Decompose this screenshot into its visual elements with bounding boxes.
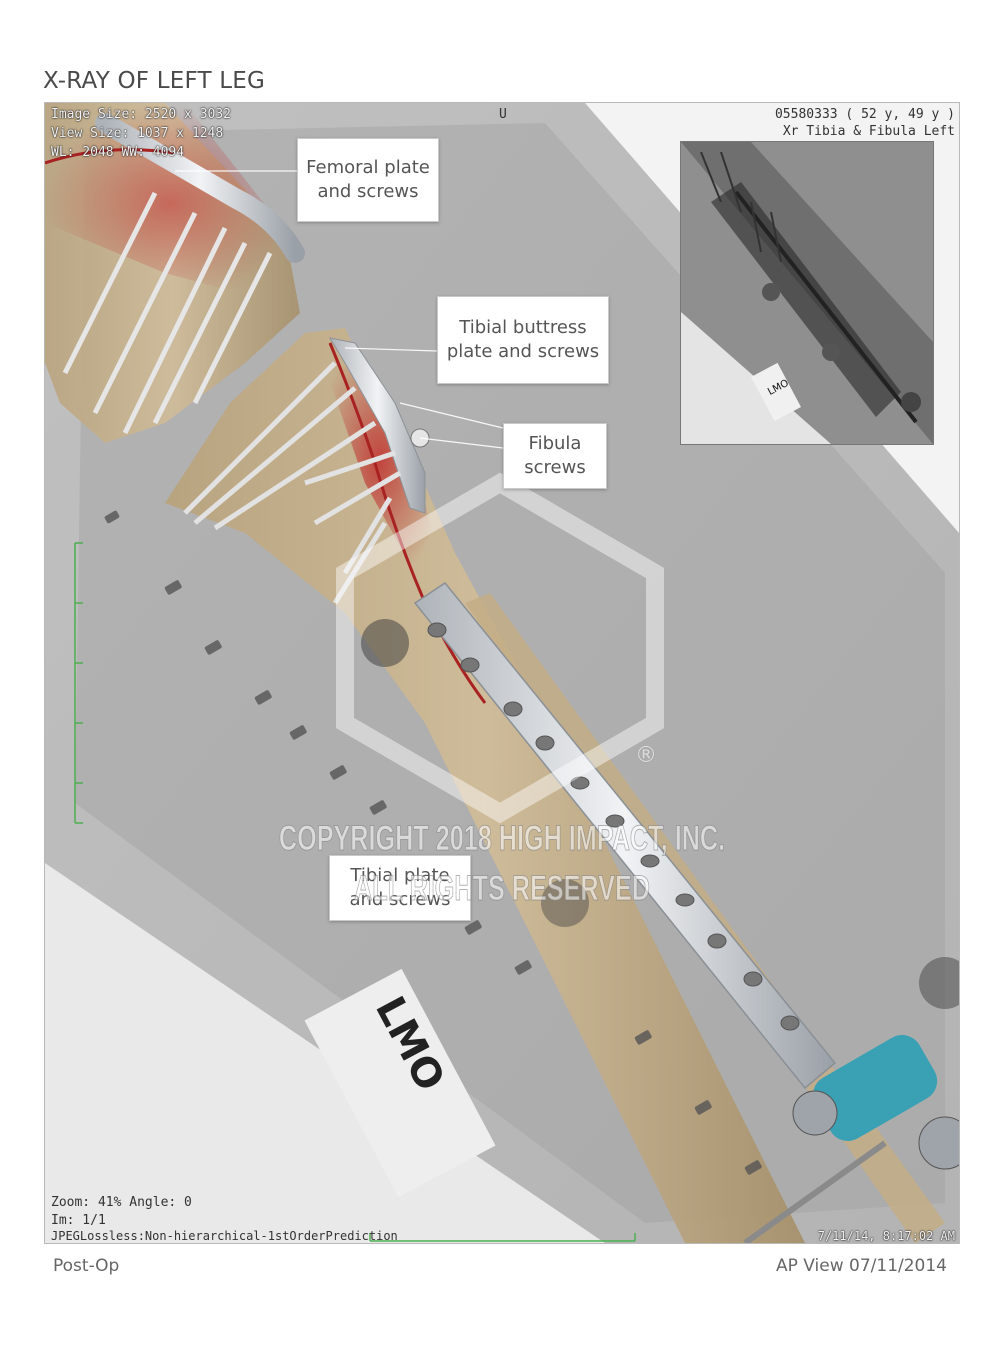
zoom-label: Zoom: 41% Angle: 0 (51, 1195, 192, 1210)
xray-viewport[interactable]: Image Size: 2520 x 3032 View Size: 1037 … (44, 102, 960, 1244)
callout-tibial-buttress-plate: Tibial buttress plate and screws (437, 296, 609, 384)
callout-fibula-screws: Fibula screws (503, 423, 607, 489)
study-label: Xr Tibia & Fibula Left (782, 124, 955, 139)
footer-post-op: Post-Op (53, 1256, 120, 1276)
copyright-watermark-line2: ALL RIGHTS RESERVED (354, 869, 651, 909)
image-index-label: Im: 1/1 (51, 1213, 106, 1228)
footer-view-date: AP View 07/11/2014 (775, 1256, 947, 1276)
image-size-label: Image Size: 2520 x 3032 (51, 107, 232, 122)
window-level-label: WL: 2048 WW: 4094 (51, 145, 185, 160)
orientation-marker: U (499, 107, 507, 122)
inset-xray-thumbnail[interactable]: LMO (680, 141, 934, 445)
callout-femoral-plate: Femoral plate and screws (297, 138, 439, 222)
compression-label: JPEGLossless:Non-hierarchical-1stOrderPr… (51, 1229, 398, 1243)
page-title: X-RAY OF LEFT LEG (43, 68, 266, 94)
inset-scene: LMO (681, 142, 933, 444)
callout-tibial-plate: Tibial plate and screws (329, 855, 471, 921)
view-size-label: View Size: 1037 x 1248 (51, 126, 224, 141)
timestamp-label: 7/11/14, 8:17:02 AM (817, 1229, 955, 1243)
registered-mark: ® (635, 743, 657, 768)
patient-id-label: 05580333 ( 52 y, 49 y ) (774, 107, 955, 122)
copyright-watermark-line1: COPYRIGHT 2018 HIGH IMPACT, INC. (278, 819, 726, 859)
